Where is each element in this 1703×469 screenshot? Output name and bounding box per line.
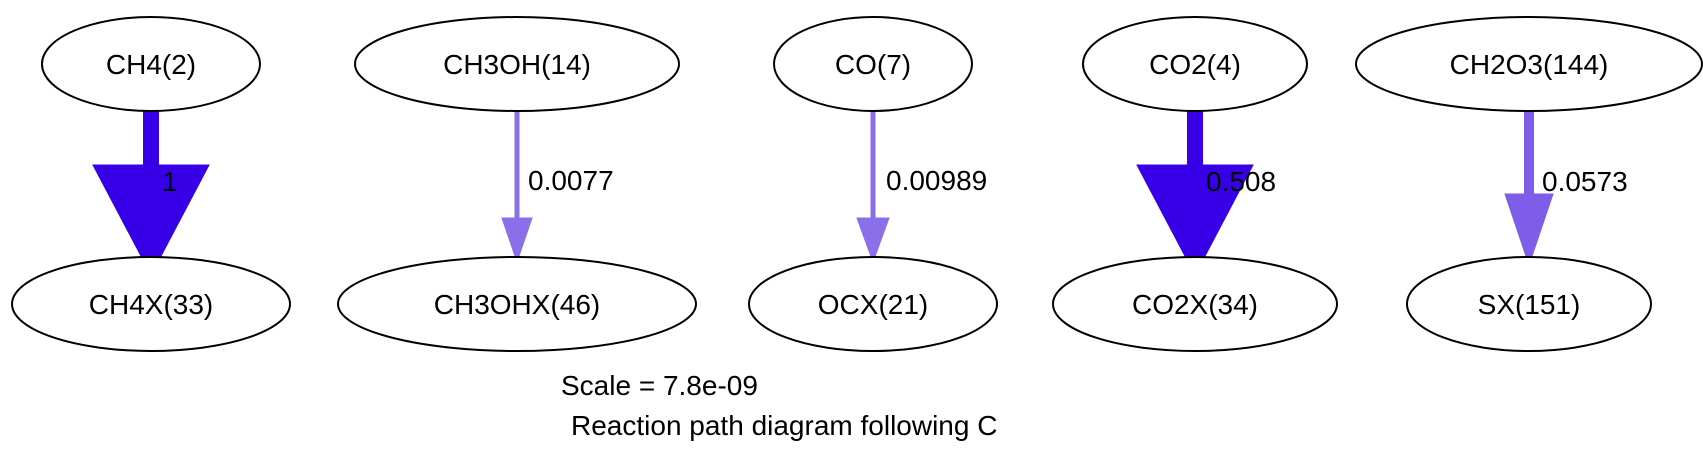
node-co2-label: CO2(4): [1149, 49, 1241, 80]
node-ch4-label: CH4(2): [106, 49, 196, 80]
edge-ch4-arrowhead: [92, 164, 210, 277]
diagram-title: Reaction path diagram following C: [571, 410, 997, 441]
scale-caption: Scale = 7.8e-09: [561, 370, 758, 401]
node-ch4: CH4(2): [41, 16, 261, 112]
node-ch3oh-label: CH3OH(14): [443, 49, 591, 80]
edge-co2-arrowhead: [1136, 164, 1254, 277]
edge-co2-to-co2x: 0.508: [1136, 110, 1276, 277]
node-co2: CO2(4): [1082, 16, 1308, 112]
edge-ch2o3-to-sx: 0.0573: [1504, 110, 1628, 267]
edge-co-label: 0.00989: [886, 165, 987, 196]
edge-ch3oh-to-ch3ohx: 0.0077: [501, 110, 614, 264]
edge-co-arrowhead: [856, 217, 890, 264]
node-ch4x-label: CH4X(33): [89, 289, 213, 320]
edge-ch2o3-label: 0.0573: [1542, 166, 1628, 197]
node-co2x-label: CO2X(34): [1132, 289, 1258, 320]
edge-ch3oh-arrowhead: [501, 217, 533, 264]
node-ch2o3-label: CH2O3(144): [1450, 49, 1609, 80]
node-sx-label: SX(151): [1478, 289, 1581, 320]
node-ch3ohx: CH3OHX(46): [337, 256, 697, 352]
edge-ch2o3-arrowhead: [1504, 193, 1554, 267]
edge-ch4-label: 1: [162, 166, 178, 197]
node-ch2o3: CH2O3(144): [1355, 16, 1703, 112]
node-ch3ohx-label: CH3OHX(46): [434, 289, 600, 320]
edge-ch4-to-ch4x: 1: [92, 110, 210, 277]
node-co-label: CO(7): [835, 49, 911, 80]
node-ch4x: CH4X(33): [11, 256, 291, 352]
edge-ch3oh-label: 0.0077: [528, 165, 614, 196]
node-co: CO(7): [773, 16, 973, 112]
node-ocx: OCX(21): [748, 256, 998, 352]
edge-co2-label: 0.508: [1206, 166, 1276, 197]
node-ocx-label: OCX(21): [818, 289, 928, 320]
node-co2x: CO2X(34): [1052, 256, 1338, 352]
edge-co-to-ocx: 0.00989: [856, 110, 987, 264]
node-ch3oh: CH3OH(14): [354, 16, 680, 112]
node-sx: SX(151): [1406, 256, 1652, 352]
